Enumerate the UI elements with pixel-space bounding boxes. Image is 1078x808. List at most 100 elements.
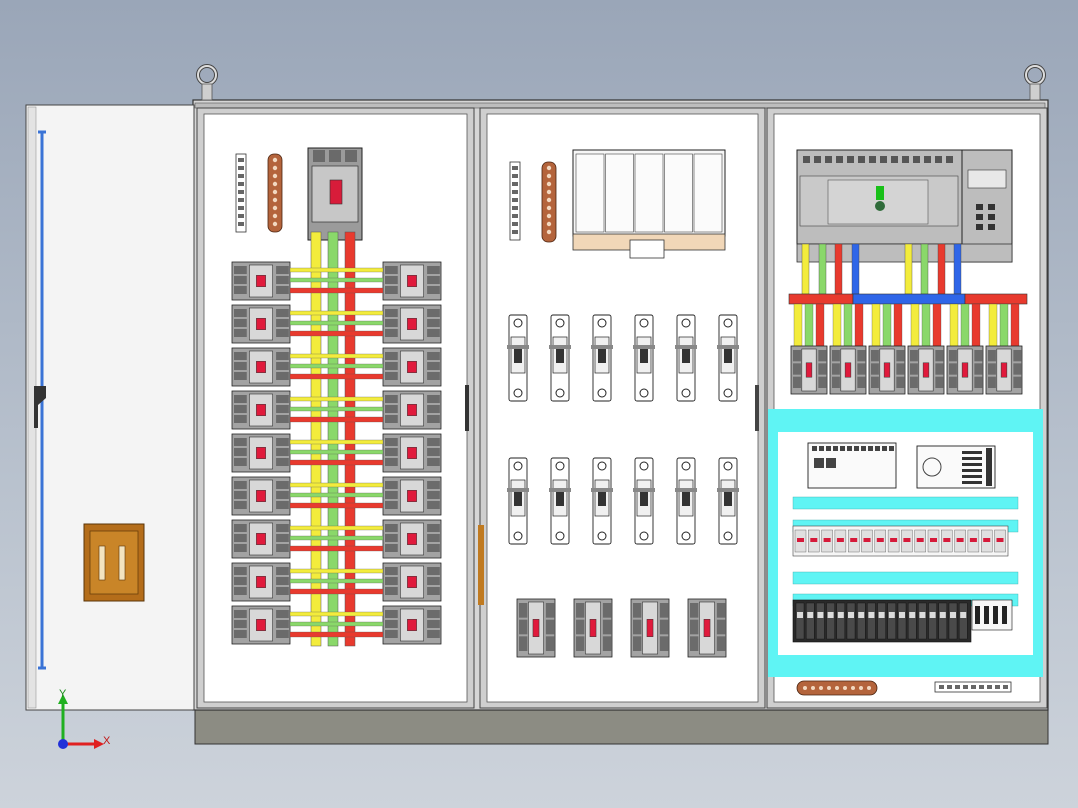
right-control-section xyxy=(768,149,1043,696)
link-red-3 xyxy=(289,373,384,380)
output-breaker-5 xyxy=(946,345,984,395)
vertical-busbar-3 xyxy=(344,231,356,647)
branch-breaker-left-6 xyxy=(231,476,291,516)
coordinate-triad: Y X xyxy=(58,688,111,749)
branch-breaker-left-2 xyxy=(231,304,291,344)
din-top xyxy=(773,413,1038,432)
output-breaker-2 xyxy=(829,345,867,395)
hinge-mid xyxy=(478,525,484,605)
feed-wire-1 xyxy=(801,243,810,295)
left-distribution-section xyxy=(231,147,442,647)
link-yellow-5 xyxy=(289,439,384,445)
link-green-2 xyxy=(289,320,384,326)
link-red-7 xyxy=(289,545,384,552)
link-yellow-7 xyxy=(289,525,384,531)
din-rail-1 xyxy=(792,496,1019,510)
branch-breaker-left-4 xyxy=(231,390,291,430)
link-green-5 xyxy=(289,449,384,455)
branch-breaker-right-3 xyxy=(382,347,442,387)
cabinet-plinth xyxy=(194,705,1049,745)
link-green-3 xyxy=(289,363,384,369)
din-rail-3 xyxy=(792,571,1019,585)
open-door xyxy=(25,104,195,711)
isolator-switch-1-5 xyxy=(675,314,697,402)
isolator-switch-2-3 xyxy=(591,457,613,545)
link-red-8 xyxy=(289,588,384,595)
latch-mid xyxy=(755,385,759,431)
din-bottom xyxy=(773,655,1038,673)
axis-y-label: Y xyxy=(59,688,67,700)
feed-wire-4 xyxy=(851,243,860,295)
vertical-busbar-2 xyxy=(327,231,339,647)
plc-base xyxy=(796,243,1013,263)
isolator-switch-1-6 xyxy=(717,314,739,402)
feed-wire-3 xyxy=(834,243,843,295)
feed-wire-5 xyxy=(904,243,913,295)
isolator-switch-1-1 xyxy=(507,314,529,402)
isolator-switch-2-4 xyxy=(633,457,655,545)
branch-breaker-right-2 xyxy=(382,304,442,344)
plc-controller xyxy=(796,149,963,245)
transfer-switch xyxy=(572,149,726,259)
lifting-eye-left xyxy=(196,64,218,101)
isolator-switch-2-5 xyxy=(675,457,697,545)
branch-breaker-left-7 xyxy=(231,519,291,559)
isolator-switch-2-2 xyxy=(549,457,571,545)
latch-left xyxy=(465,385,469,431)
mccb-mid-2 xyxy=(573,598,613,658)
output-breaker-4 xyxy=(907,345,945,395)
link-yellow-8 xyxy=(289,568,384,574)
power-supply xyxy=(916,445,996,489)
link-red-4 xyxy=(289,416,384,423)
vertical-busbar-1 xyxy=(310,231,322,647)
link-yellow-3 xyxy=(289,353,384,359)
mccb-mid-1 xyxy=(516,598,556,658)
link-yellow-6 xyxy=(289,482,384,488)
isolator-switch-1-3 xyxy=(591,314,613,402)
link-yellow-9 xyxy=(289,611,384,617)
feed-wire-2 xyxy=(818,243,827,295)
output-breaker-6 xyxy=(985,345,1023,395)
branch-breaker-left-1 xyxy=(231,261,291,301)
link-green-1 xyxy=(289,277,384,283)
branch-breaker-right-5 xyxy=(382,433,442,473)
link-red-1 xyxy=(289,287,384,294)
plc-hmi-module xyxy=(961,149,1013,263)
plc-io-module xyxy=(807,442,897,489)
mccb-mid-4 xyxy=(687,598,727,658)
branch-breaker-right-4 xyxy=(382,390,442,430)
link-yellow-2 xyxy=(289,310,384,316)
feed-wire-8 xyxy=(953,243,962,295)
door-document-pocket xyxy=(83,523,145,602)
link-green-7 xyxy=(289,535,384,541)
link-green-9 xyxy=(289,621,384,627)
link-green-8 xyxy=(289,578,384,584)
relay-row xyxy=(792,525,1009,557)
branch-breaker-right-7 xyxy=(382,519,442,559)
isolator-switch-2-1 xyxy=(507,457,529,545)
branch-breaker-right-8 xyxy=(382,562,442,602)
main-incoming-breaker xyxy=(307,147,363,241)
axis-x-label: X xyxy=(103,735,111,747)
output-breaker-3 xyxy=(868,345,906,395)
lifting-eye-right xyxy=(1024,64,1046,101)
link-red-6 xyxy=(289,502,384,509)
branch-breaker-right-1 xyxy=(382,261,442,301)
branch-breaker-left-9 xyxy=(231,605,291,645)
branch-breaker-right-9 xyxy=(382,605,442,645)
isolator-switch-2-6 xyxy=(717,457,739,545)
branch-breaker-left-5 xyxy=(231,433,291,473)
mccb-mid-3 xyxy=(630,598,670,658)
busbar-segment-red-2 xyxy=(964,293,1028,305)
busbar-segment-red-1 xyxy=(788,293,854,305)
link-red-2 xyxy=(289,330,384,337)
link-red-9 xyxy=(289,631,384,638)
branch-breaker-left-8 xyxy=(231,562,291,602)
branch-breaker-left-3 xyxy=(231,347,291,387)
output-breaker-1 xyxy=(790,345,828,395)
feed-wire-6 xyxy=(920,243,929,295)
link-green-4 xyxy=(289,406,384,412)
busbar-segment-blue xyxy=(852,293,966,305)
isolator-switch-1-2 xyxy=(549,314,571,402)
